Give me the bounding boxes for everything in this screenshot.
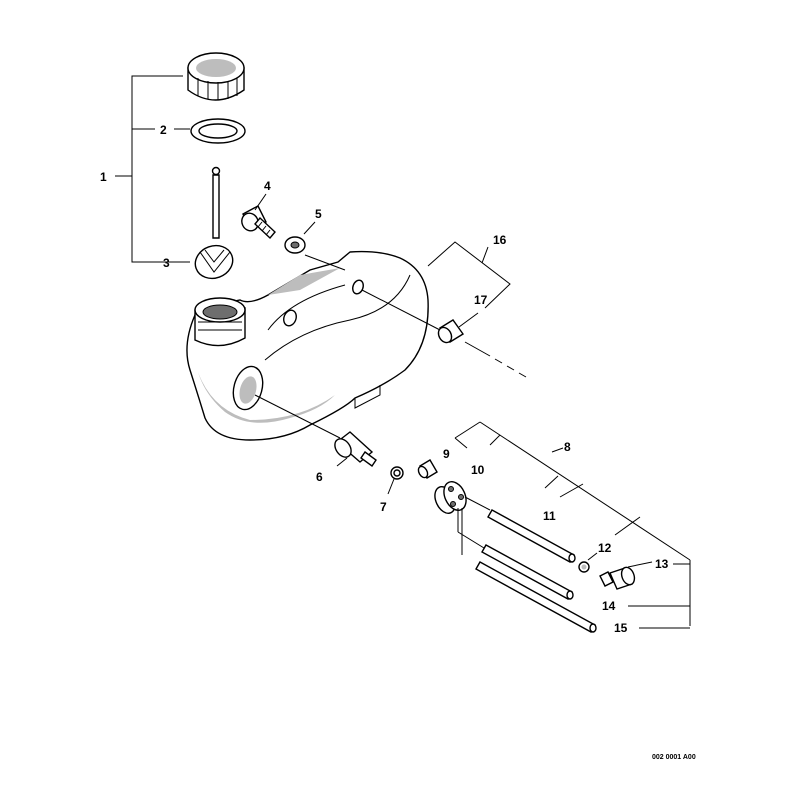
o-ring — [387, 466, 404, 495]
callout-2: 2 — [160, 123, 167, 137]
callout-17: 17 — [474, 293, 488, 307]
washer — [284, 221, 316, 254]
fuel-hose-15 — [461, 508, 597, 633]
fuel-tank-body — [186, 250, 429, 441]
fuel-hose-11 — [464, 496, 576, 563]
callout-16: 16 — [493, 233, 507, 247]
bracket-8 — [454, 421, 691, 629]
callout-7: 7 — [380, 500, 387, 514]
callout-10: 10 — [471, 463, 485, 477]
drawing-code: 002 0001 A00 — [652, 754, 696, 761]
clip — [578, 552, 598, 573]
callout-1: 1 — [100, 170, 107, 184]
callout-11: 11 — [543, 509, 556, 523]
retainer-strap — [194, 166, 234, 280]
callout-13: 13 — [655, 557, 669, 571]
gasket-ring — [190, 118, 246, 144]
callout-12: 12 — [598, 541, 612, 555]
screw-axis-line — [304, 254, 346, 271]
bracket-1 — [115, 75, 190, 263]
primer-connector — [599, 561, 653, 590]
callout-15: 15 — [614, 621, 628, 635]
callout-5: 5 — [315, 207, 322, 221]
screw — [241, 193, 276, 240]
callout-6: 6 — [316, 470, 323, 484]
mount-axis-line — [361, 289, 527, 378]
collar — [437, 312, 479, 344]
callout-9: 9 — [443, 447, 450, 461]
callout-14: 14 — [602, 599, 616, 613]
elbow-fitting — [334, 431, 377, 467]
grommet — [434, 481, 467, 514]
fuel-cap — [187, 52, 245, 101]
outlet-axis-line — [254, 394, 341, 439]
bracket-16 — [427, 241, 511, 309]
callout-4: 4 — [264, 179, 271, 193]
fuel-filter — [417, 459, 438, 479]
callout-3: 3 — [163, 256, 170, 270]
callout-8: 8 — [564, 440, 571, 454]
